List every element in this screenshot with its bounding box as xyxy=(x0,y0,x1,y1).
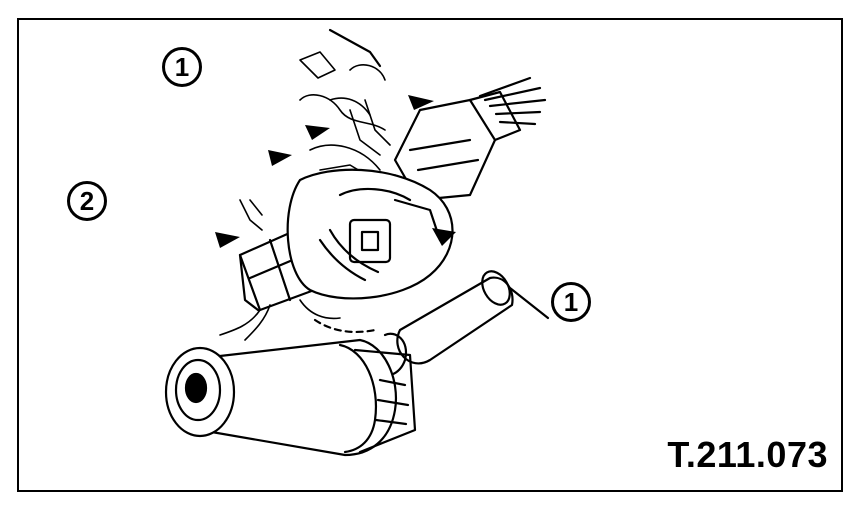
callout-2-left: 2 xyxy=(67,181,107,221)
figure-reference-code: T.211.073 xyxy=(667,434,828,475)
pointer-marker xyxy=(408,95,434,110)
connector-top-right xyxy=(393,76,547,202)
leader-line-right xyxy=(508,286,550,320)
pointer-marker xyxy=(432,228,456,246)
motor-housing-bottom xyxy=(164,338,417,457)
callout-1-top: 1 xyxy=(162,47,202,87)
pointer-marker xyxy=(215,232,240,248)
motion-hint-arc xyxy=(313,318,377,334)
wiring-harness-lower xyxy=(219,199,341,341)
leader-line-top xyxy=(328,28,382,68)
pointer-markers xyxy=(215,95,456,248)
switch-body-center xyxy=(286,168,454,300)
callout-1-right: 1 xyxy=(551,282,591,322)
pointer-marker xyxy=(305,125,330,140)
wiring-harness-upper xyxy=(299,51,396,181)
pointer-marker xyxy=(268,150,292,166)
